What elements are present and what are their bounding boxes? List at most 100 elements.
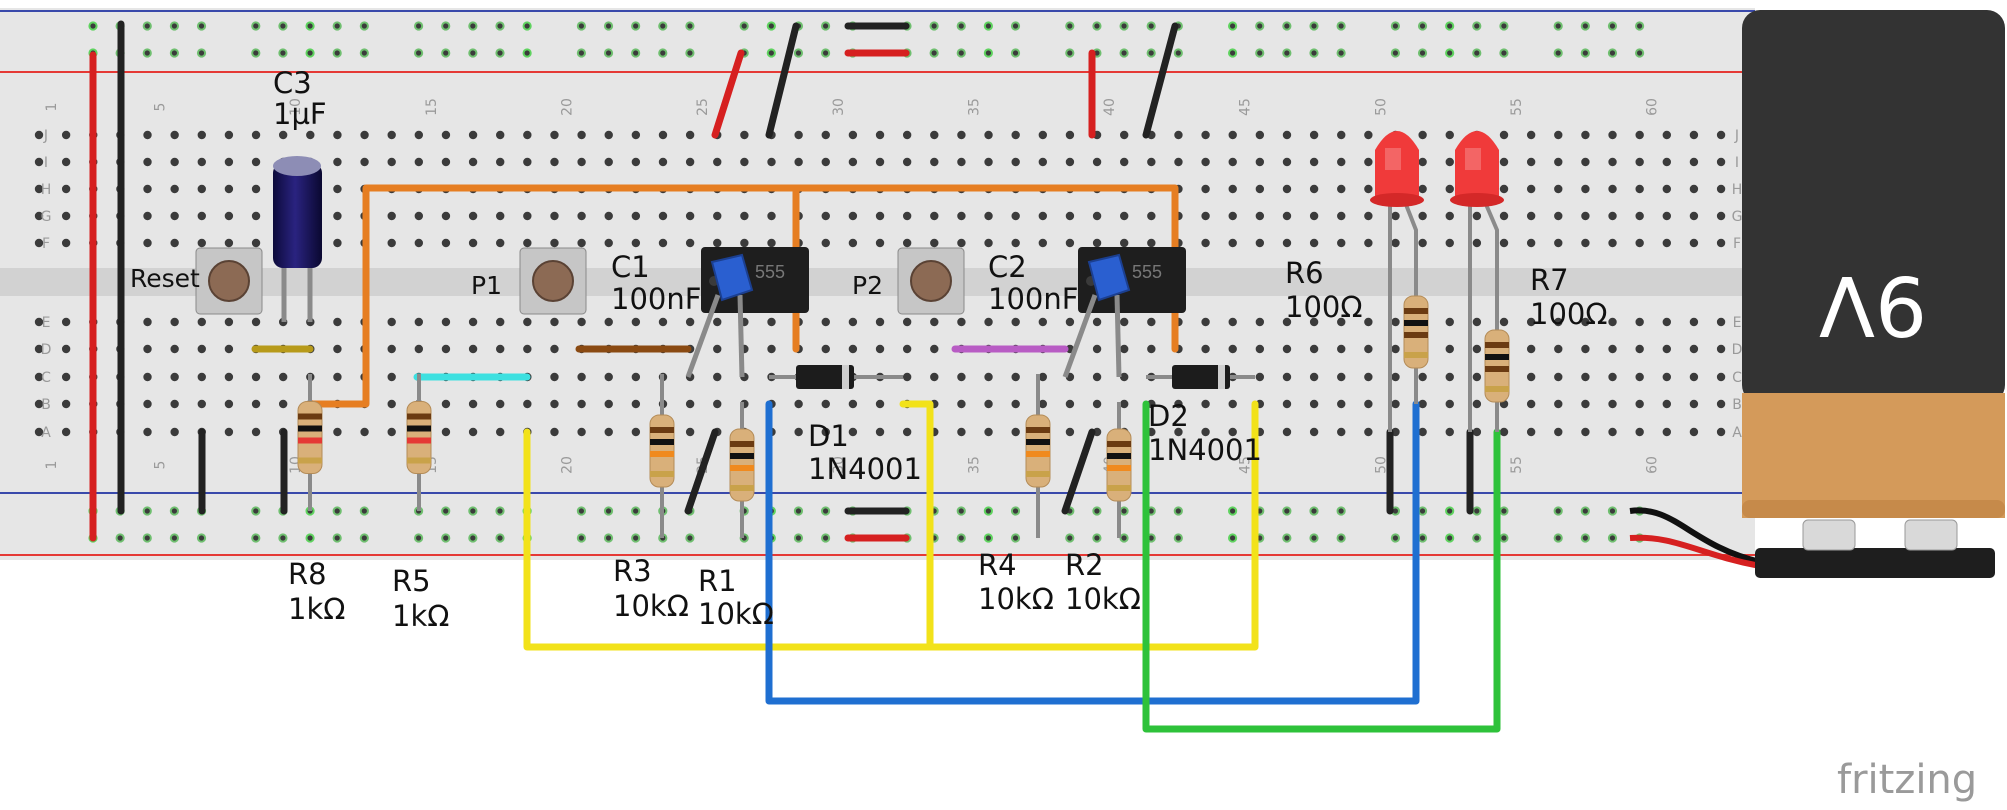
breadboard-hole	[930, 317, 939, 327]
column-number: 10	[288, 98, 304, 116]
breadboard-hole	[197, 372, 206, 382]
breadboard-hole	[1011, 399, 1020, 409]
rail-hole-core	[307, 50, 313, 56]
label-r2-name: R2	[1065, 548, 1104, 582]
breadboard-hole	[197, 157, 206, 167]
breadboard-hole	[1472, 372, 1482, 382]
breadboard-hole	[550, 344, 559, 354]
rail-hole-core	[1636, 50, 1643, 56]
rail-hole-core	[334, 23, 340, 29]
breadboard-hole	[984, 427, 993, 437]
center-channel	[0, 268, 1755, 296]
breadboard-hole	[1201, 184, 1210, 194]
wire-yellow	[523, 400, 1259, 651]
breadboard-hole	[1038, 399, 1048, 409]
rail-hole-core	[334, 50, 340, 56]
rail-hole-core	[307, 535, 313, 541]
breadboard-hole	[1418, 427, 1427, 437]
breadboard-hole	[1309, 399, 1319, 409]
breadboard-hole	[1364, 130, 1373, 140]
breadboard-hole	[1337, 184, 1346, 194]
breadboard-hole	[1472, 211, 1482, 221]
breadboard-hole	[1526, 238, 1536, 248]
breadboard-hole	[1255, 130, 1265, 140]
breadboard-hole	[1689, 184, 1699, 194]
rail-hole-core	[958, 23, 964, 29]
breadboard-hole	[333, 211, 342, 221]
wire-orange	[306, 184, 1179, 408]
rail-hole-core	[497, 508, 503, 514]
breadboard-hole	[1445, 157, 1454, 167]
breadboard-hole	[1418, 184, 1427, 194]
rail-hole-core	[1338, 23, 1344, 29]
breadboard-hole	[1581, 238, 1590, 248]
breadboard-hole	[767, 157, 776, 167]
breadboard-hole	[631, 372, 641, 382]
label-r6-name: R6	[1285, 256, 1324, 290]
breadboard-hole	[1364, 211, 1373, 221]
rail-hole-core	[768, 23, 774, 29]
breadboard-hole	[1608, 157, 1617, 167]
breadboard-hole	[902, 344, 912, 354]
breadboard-hole	[143, 399, 152, 409]
breadboard-hole	[957, 211, 966, 221]
rail-hole-core	[1067, 50, 1073, 56]
rail-hole-core	[687, 23, 693, 29]
breadboard-hole	[902, 130, 912, 140]
rail-hole-core	[985, 50, 991, 56]
breadboard-hole	[1120, 238, 1129, 248]
row-letter: E	[1733, 315, 1742, 331]
ic-marking: 555	[755, 262, 785, 282]
wire-black-gnd-4	[1061, 428, 1096, 515]
breadboard-hole	[1716, 157, 1726, 167]
rail-hole-core	[958, 50, 964, 56]
breadboard-hole	[1391, 317, 1400, 327]
label-r3-value: 10kΩ	[613, 589, 689, 623]
breadboard-hole	[1147, 238, 1156, 248]
rail-hole-core	[90, 23, 96, 29]
breadboard-hole	[143, 211, 152, 221]
breadboard-hole	[1255, 157, 1265, 167]
breadboard-hole	[1282, 344, 1292, 354]
row-letter: F	[1733, 236, 1741, 252]
fritzing-watermark: fritzing	[1837, 757, 1977, 803]
row-letter: E	[42, 315, 51, 331]
resistor-r8	[297, 374, 323, 511]
rail-hole-core	[822, 535, 829, 541]
breadboard-hole	[685, 427, 695, 437]
rail-hole-core	[1175, 535, 1181, 541]
rail-hole-core	[1555, 50, 1561, 56]
breadboard-hole	[224, 157, 234, 167]
breadboard-hole	[1282, 211, 1292, 221]
breadboard-hole	[1120, 317, 1129, 327]
rail-hole-core	[1501, 50, 1507, 56]
breadboard-hole	[1689, 211, 1699, 221]
battery-clip	[1755, 548, 1995, 578]
rail-hole-core	[958, 535, 964, 541]
rail-hole-core	[1012, 508, 1019, 514]
breadboard-hole	[414, 130, 424, 140]
breadboard-hole	[875, 427, 885, 437]
row-letter: D	[1732, 342, 1743, 358]
rail-hole-core	[1474, 508, 1480, 514]
rail-hole-core	[605, 535, 612, 541]
breadboard-hole	[1554, 399, 1563, 409]
row-letter: F	[42, 236, 50, 252]
rail-hole-core	[605, 508, 612, 514]
breadboard-hole	[1554, 157, 1563, 167]
breadboard-hole	[875, 211, 885, 221]
breadboard-hole	[957, 130, 966, 140]
breadboard-hole	[1499, 427, 1509, 437]
rail-hole-core	[524, 23, 530, 29]
breadboard-hole	[143, 184, 152, 194]
rail-hole-core	[1230, 50, 1236, 56]
rail-hole-core	[795, 535, 802, 541]
breadboard-hole	[143, 317, 152, 327]
rail-hole-core	[633, 508, 639, 514]
breadboard-hole	[577, 372, 586, 382]
rail-hole-core	[1121, 50, 1127, 56]
breadboard-hole	[1499, 317, 1509, 327]
breadboard-hole	[224, 427, 234, 437]
rail-hole-core	[1012, 535, 1019, 541]
rail-hole-core	[822, 508, 829, 514]
